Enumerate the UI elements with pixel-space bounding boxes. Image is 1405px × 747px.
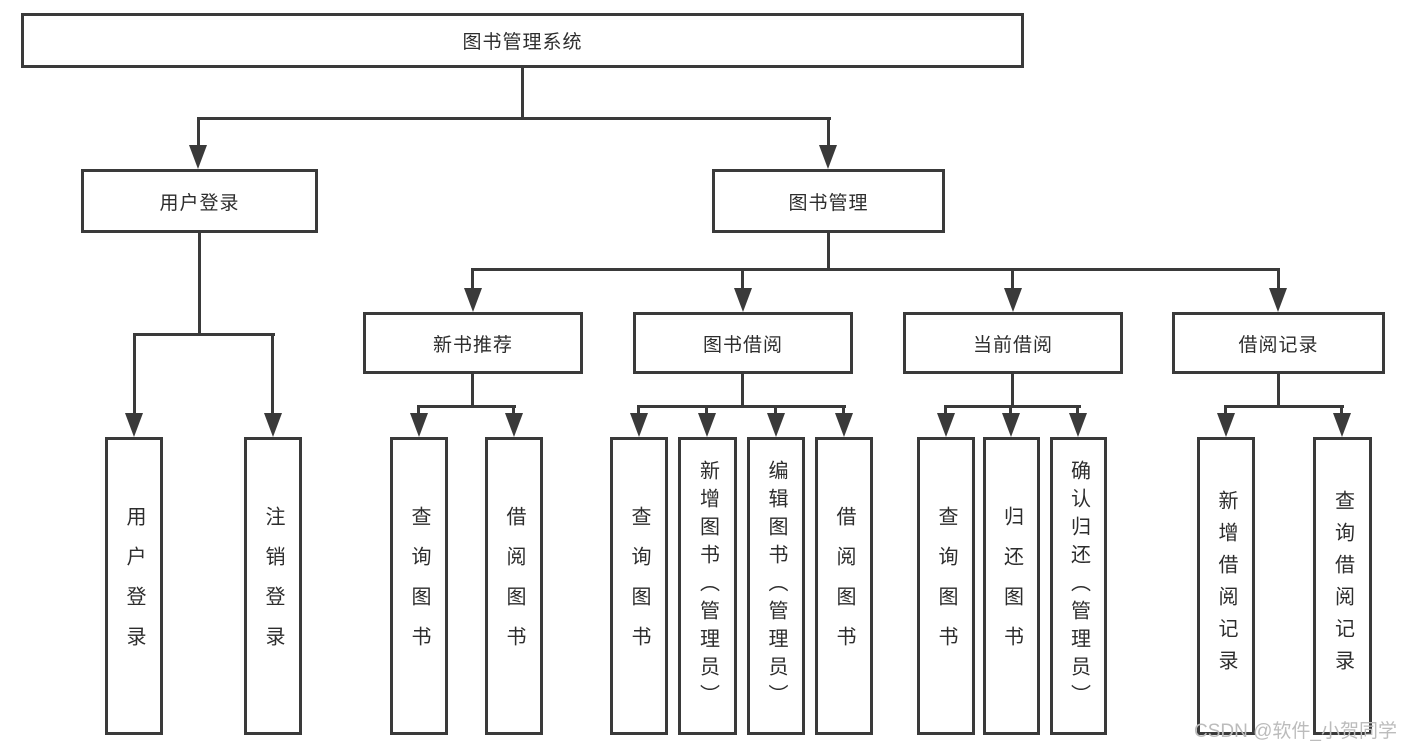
arrowhead-leaf-edit-books-admin bbox=[767, 413, 785, 437]
arrowhead-leaf-confirm-return bbox=[1069, 413, 1087, 437]
node-leaf-add-books-admin: 新增图书（管理员） bbox=[678, 437, 737, 735]
node-label: 新增图书（管理员） bbox=[696, 460, 719, 712]
connector-drop-leaf bbox=[842, 405, 845, 415]
node-user-login: 用户登录 bbox=[81, 169, 318, 233]
connector-book-borrowing-bar bbox=[637, 405, 846, 408]
arrowhead-leaf-query-books-current bbox=[937, 413, 955, 437]
node-new-book-recommend: 新书推荐 bbox=[363, 312, 583, 374]
arrowhead-leaf-borrow-books bbox=[835, 413, 853, 437]
node-label: 查询借阅记录 bbox=[1331, 490, 1354, 682]
node-label: 借阅图书 bbox=[833, 506, 855, 666]
node-leaf-query-borrow-record: 查询借阅记录 bbox=[1313, 437, 1372, 735]
node-label: 查询图书 bbox=[628, 506, 650, 666]
connector-drop-leaf bbox=[637, 405, 640, 415]
node-label: 用户登录 bbox=[123, 506, 145, 666]
connector-drop-leaf bbox=[1340, 405, 1343, 415]
connector-drop-current-borrowing bbox=[1011, 268, 1014, 291]
node-leaf-borrow-books: 借阅图书 bbox=[815, 437, 873, 735]
connector-new-book-recommend-bar bbox=[417, 405, 516, 408]
arrowhead-leaf-add-borrow-record bbox=[1217, 413, 1235, 437]
arrowhead-new-book-recommend bbox=[464, 288, 482, 312]
node-leaf-user-login: 用户登录 bbox=[105, 437, 163, 735]
arrowhead-leaf-add-books-admin bbox=[698, 413, 716, 437]
connector-drop-leaf bbox=[1224, 405, 1227, 415]
node-book-borrowing: 图书借阅 bbox=[633, 312, 853, 374]
node-leaf-query-books-current: 查询图书 bbox=[917, 437, 975, 735]
connector-book-management-bar bbox=[471, 268, 1280, 271]
arrowhead-leaf-logout bbox=[264, 413, 282, 437]
node-label: 借阅图书 bbox=[503, 506, 525, 666]
arrowhead-book-borrowing bbox=[734, 288, 752, 312]
connector-drop-leaf bbox=[774, 405, 777, 415]
connector-drop-borrowing-records bbox=[1277, 268, 1280, 291]
node-book-management: 图书管理 bbox=[712, 169, 945, 233]
connector-drop-leaf-user-login bbox=[133, 333, 136, 416]
node-label: 确认归还（管理员） bbox=[1067, 460, 1090, 712]
arrowhead-leaf-query-books-borrowing bbox=[630, 413, 648, 437]
node-label: 查询图书 bbox=[408, 506, 430, 666]
connector-drop-leaf bbox=[944, 405, 947, 415]
connector-borrowing-records-stem bbox=[1277, 372, 1280, 408]
arrowhead-current-borrowing bbox=[1004, 288, 1022, 312]
node-leaf-query-books-recommend: 查询图书 bbox=[390, 437, 448, 735]
node-label: 查询图书 bbox=[935, 506, 957, 666]
connector-book-borrowing-stem bbox=[741, 372, 744, 408]
connector-drop-book-management bbox=[827, 117, 830, 147]
connector-book-management-stem bbox=[827, 231, 830, 271]
connector-current-borrowing-stem bbox=[1011, 372, 1014, 408]
connector-root-stem bbox=[521, 66, 524, 120]
arrowhead-leaf-query-books-recommend bbox=[410, 413, 428, 437]
connector-drop-leaf bbox=[1076, 405, 1079, 415]
connector-borrowing-records-bar bbox=[1224, 405, 1344, 408]
connector-user-login-stem bbox=[198, 231, 201, 336]
node-leaf-edit-books-admin: 编辑图书（管理员） bbox=[747, 437, 805, 735]
node-label: 新增借阅记录 bbox=[1215, 490, 1237, 682]
node-leaf-return-books: 归还图书 bbox=[983, 437, 1040, 735]
connector-drop-leaf bbox=[417, 405, 420, 415]
connector-current-borrowing-bar bbox=[944, 405, 1081, 408]
node-leaf-borrow-books-recommend: 借阅图书 bbox=[485, 437, 543, 735]
connector-user-login-bar bbox=[133, 333, 275, 336]
arrowhead-user-login bbox=[189, 145, 207, 169]
connector-drop-leaf bbox=[512, 405, 515, 415]
arrowhead-borrowing-records bbox=[1269, 288, 1287, 312]
csdn-watermark: CSDN @软件_小贺同学 bbox=[1194, 721, 1397, 742]
connector-drop-new-book-recommend bbox=[471, 268, 474, 291]
arrowhead-leaf-query-borrow-record bbox=[1333, 413, 1351, 437]
node-leaf-add-borrow-record: 新增借阅记录 bbox=[1197, 437, 1255, 735]
connector-drop-book-borrowing bbox=[741, 268, 744, 291]
connector-drop-user-login bbox=[197, 117, 200, 147]
connector-drop-leaf-logout bbox=[271, 333, 274, 416]
arrowhead-book-management bbox=[819, 145, 837, 169]
connector-drop-leaf bbox=[1009, 405, 1012, 415]
node-label: 注销登录 bbox=[262, 506, 284, 666]
node-leaf-logout: 注销登录 bbox=[244, 437, 302, 735]
node-borrowing-records: 借阅记录 bbox=[1172, 312, 1385, 374]
node-leaf-query-books-borrowing: 查询图书 bbox=[610, 437, 668, 735]
arrowhead-leaf-user-login bbox=[125, 413, 143, 437]
connector-new-book-recommend-stem bbox=[471, 372, 474, 408]
arrowhead-leaf-borrow-books-recommend bbox=[505, 413, 523, 437]
node-label: 编辑图书（管理员） bbox=[765, 460, 787, 712]
connector-root-bar bbox=[197, 117, 831, 120]
arrowhead-leaf-return-books bbox=[1002, 413, 1020, 437]
node-leaf-confirm-return-admin: 确认归还（管理员） bbox=[1050, 437, 1107, 735]
connector-drop-leaf bbox=[705, 405, 708, 415]
node-library-management-system: 图书管理系统 bbox=[21, 13, 1024, 68]
node-current-borrowing: 当前借阅 bbox=[903, 312, 1123, 374]
node-label: 归还图书 bbox=[1000, 506, 1023, 666]
